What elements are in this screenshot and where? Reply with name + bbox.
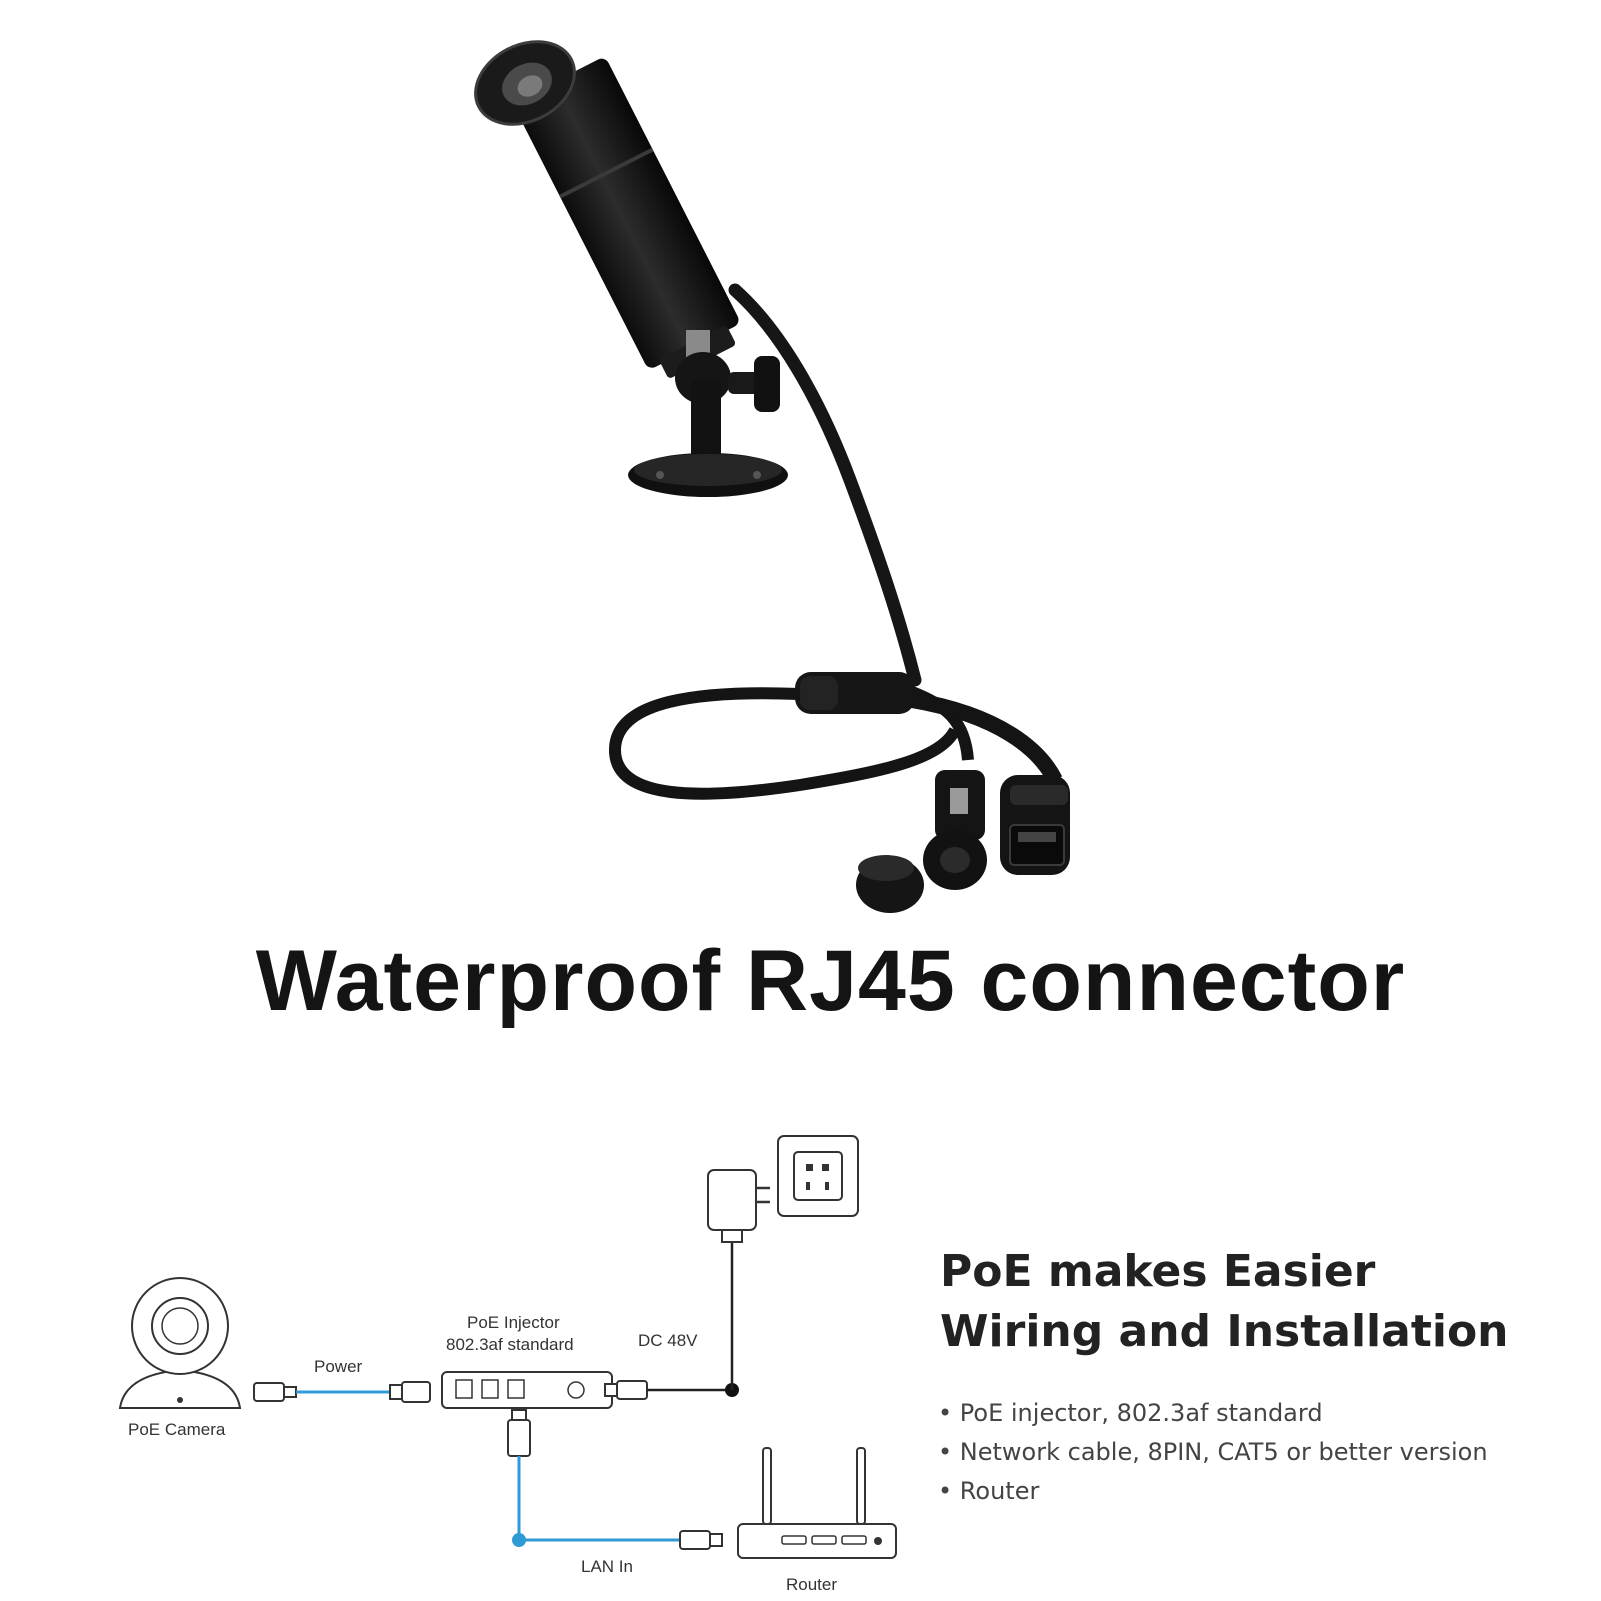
poe-injector-icon (441, 1371, 613, 1409)
power-adapter-icon (707, 1169, 770, 1243)
injector-input-plug-icon (389, 1381, 431, 1403)
router-label: Router (786, 1575, 837, 1594)
cable-loop (608, 687, 961, 800)
camera-cable (728, 283, 922, 687)
injector-label-line1: PoE Injector (467, 1313, 560, 1332)
feature-item: Network cable, 8PIN, CAT5 or better vers… (938, 1433, 1588, 1472)
feature-list: PoE injector, 802.3af standard Network c… (938, 1394, 1588, 1511)
info-title-line1: PoE makes Easier (940, 1246, 1376, 1297)
dc-power-connector (856, 770, 987, 913)
lan-cable (517, 1456, 680, 1542)
power-label: Power (314, 1357, 363, 1376)
feature-item: PoE injector, 802.3af standard (938, 1394, 1588, 1433)
poe-camera-icon (118, 1277, 242, 1409)
camera-product-illustration (474, 40, 1070, 913)
camera-mount (628, 330, 788, 497)
poe-wiring-diagram: PoE Camera Power PoE Injector 802.3af st… (118, 1135, 897, 1594)
dc-plug-icon (604, 1380, 648, 1400)
router-plug-icon (679, 1530, 723, 1550)
cable-splitter (795, 672, 915, 714)
injector-label-line2: 802.3af standard (446, 1335, 574, 1354)
injector-output-plug-icon (507, 1409, 531, 1457)
info-title: PoE makes Easier Wiring and Installation (940, 1242, 1580, 1362)
dc-label: DC 48V (638, 1331, 698, 1350)
headline: Waterproof RJ45 connector (255, 933, 1406, 1029)
router-icon (737, 1447, 897, 1559)
poe-camera-label: PoE Camera (128, 1420, 226, 1439)
camera-plug-icon (253, 1382, 297, 1402)
rj45-connector (1000, 775, 1070, 875)
feature-item: Router (938, 1472, 1588, 1511)
lan-in-label: LAN In (581, 1557, 633, 1576)
wall-socket-icon (777, 1135, 859, 1217)
info-title-line2: Wiring and Installation (940, 1306, 1509, 1357)
